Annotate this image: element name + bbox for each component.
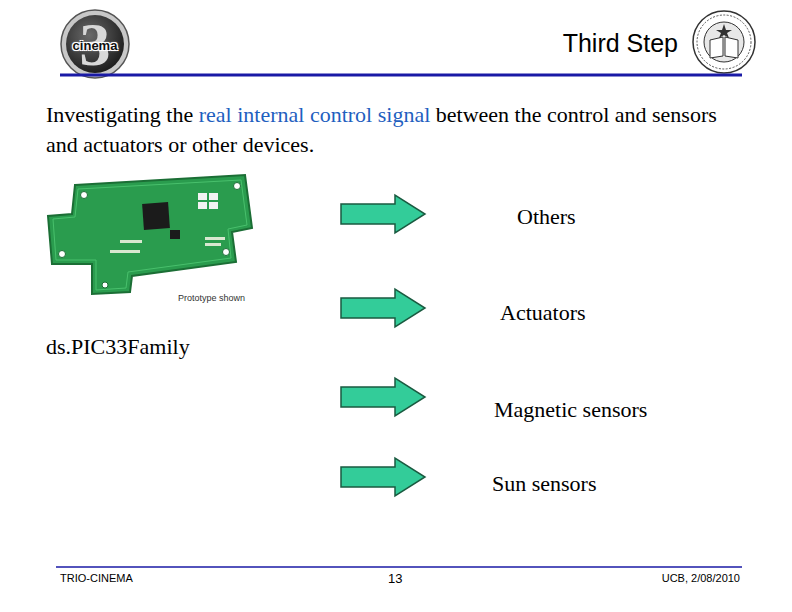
target-label: Actuators (500, 300, 586, 326)
circuit-board (48, 175, 252, 294)
logo-word: cinema (73, 38, 118, 54)
image-caption: Prototype shown (178, 293, 245, 304)
body-text-highlight: real internal control signal (199, 102, 431, 127)
right-arrow (341, 289, 425, 327)
header-rule (60, 74, 742, 77)
body-text: Investigating the (46, 102, 193, 127)
target-label: Magnetic sensors (494, 397, 647, 423)
right-arrow (341, 458, 425, 496)
target-label: Others (517, 204, 576, 230)
device-label: ds.PIC33Family (46, 334, 190, 360)
right-arrow (341, 195, 425, 233)
footer-text: TRIO-CINEMA (60, 572, 133, 585)
slide-title: Third Step (563, 28, 678, 58)
page-number: 13 (388, 571, 402, 587)
body-paragraph: Investigating the real internal control … (46, 100, 718, 160)
university-seal (693, 11, 755, 73)
right-arrow (341, 378, 425, 416)
footer-rule (56, 566, 742, 568)
footer-date: UCB, 2/08/2010 (662, 572, 740, 585)
target-label: Sun sensors (492, 471, 597, 497)
